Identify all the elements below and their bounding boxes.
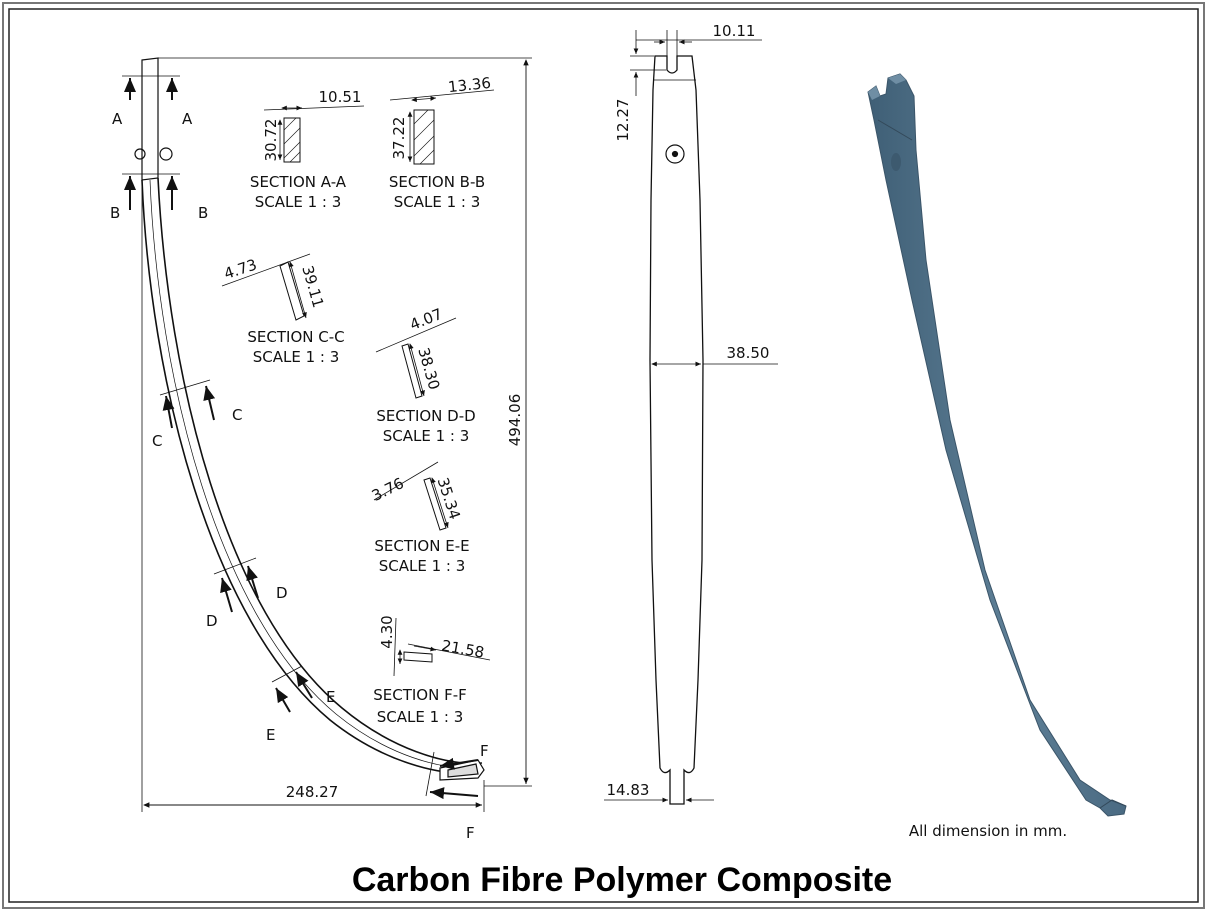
section-dd	[375, 317, 457, 399]
section-letter-c-right: C	[232, 406, 242, 424]
section-letter-b-left: B	[110, 204, 120, 222]
section-ff-height: 21.58	[440, 636, 485, 661]
section-letter-a-left: A	[112, 110, 123, 128]
section-cc-height: 39.11	[298, 263, 327, 309]
section-dd-title: SECTION D-D	[376, 407, 475, 425]
section-dd-scale: SCALE 1 : 3	[383, 427, 470, 445]
section-bb-title: SECTION B-B	[389, 173, 485, 191]
section-letter-a-right: A	[182, 110, 193, 128]
section-cc-title: SECTION C-C	[247, 328, 344, 346]
section-ee-width: 3.76	[369, 474, 407, 505]
section-dd-width: 4.07	[407, 305, 445, 334]
section-ee	[373, 461, 449, 531]
side-view	[122, 57, 532, 812]
front-view	[604, 30, 778, 805]
section-letter-e-left: E	[266, 726, 275, 744]
inner-border	[8, 8, 1199, 903]
section-letter-b-right: B	[198, 204, 208, 222]
section-cc-width: 4.73	[222, 256, 259, 283]
section-aa-title: SECTION A-A	[250, 173, 347, 191]
section-ff-scale: SCALE 1 : 3	[377, 708, 464, 726]
section-aa-scale: SCALE 1 : 3	[255, 193, 342, 211]
section-aa-height: 30.72	[262, 119, 280, 162]
dim-overall-height: 494.06	[506, 394, 524, 447]
front-bottom-slot: 14.83	[607, 781, 650, 799]
section-aa-width: 10.51	[319, 88, 362, 106]
section-letter-d-left: D	[206, 612, 218, 630]
section-ee-title: SECTION E-E	[374, 537, 469, 555]
section-letter-d-right: D	[276, 584, 288, 602]
section-bb-height: 37.22	[390, 117, 408, 160]
front-top-slot: 10.11	[713, 22, 756, 40]
section-letter-c-left: C	[152, 432, 162, 450]
side-view-labels: 494.06 248.27 A A B B C C D D E E F F	[110, 110, 524, 842]
section-bb-width: 13.36	[447, 74, 492, 96]
drawing-title: Carbon Fibre Polymer Composite	[352, 861, 892, 899]
section-letter-f-bottom: F	[466, 824, 475, 842]
section-ff-width: 4.30	[378, 615, 396, 648]
section-aa	[263, 105, 365, 163]
section-letter-f-top: F	[480, 742, 489, 760]
section-ee-scale: SCALE 1 : 3	[379, 557, 466, 575]
units-note: All dimension in mm.	[909, 822, 1067, 840]
section-ff	[393, 617, 491, 677]
section-letter-e-right: E	[326, 688, 335, 706]
section-bb	[389, 89, 495, 165]
section-cc-scale: SCALE 1 : 3	[253, 348, 340, 366]
front-mid-width: 38.50	[727, 344, 770, 362]
section-ff-title: SECTION F-F	[373, 686, 467, 704]
iso-model-view	[867, 73, 1127, 817]
dim-overall-width: 248.27	[286, 783, 339, 801]
section-bb-scale: SCALE 1 : 3	[394, 193, 481, 211]
section-ee-height: 35.34	[434, 475, 464, 521]
section-cc	[221, 253, 311, 321]
front-top-depth: 12.27	[614, 99, 632, 142]
